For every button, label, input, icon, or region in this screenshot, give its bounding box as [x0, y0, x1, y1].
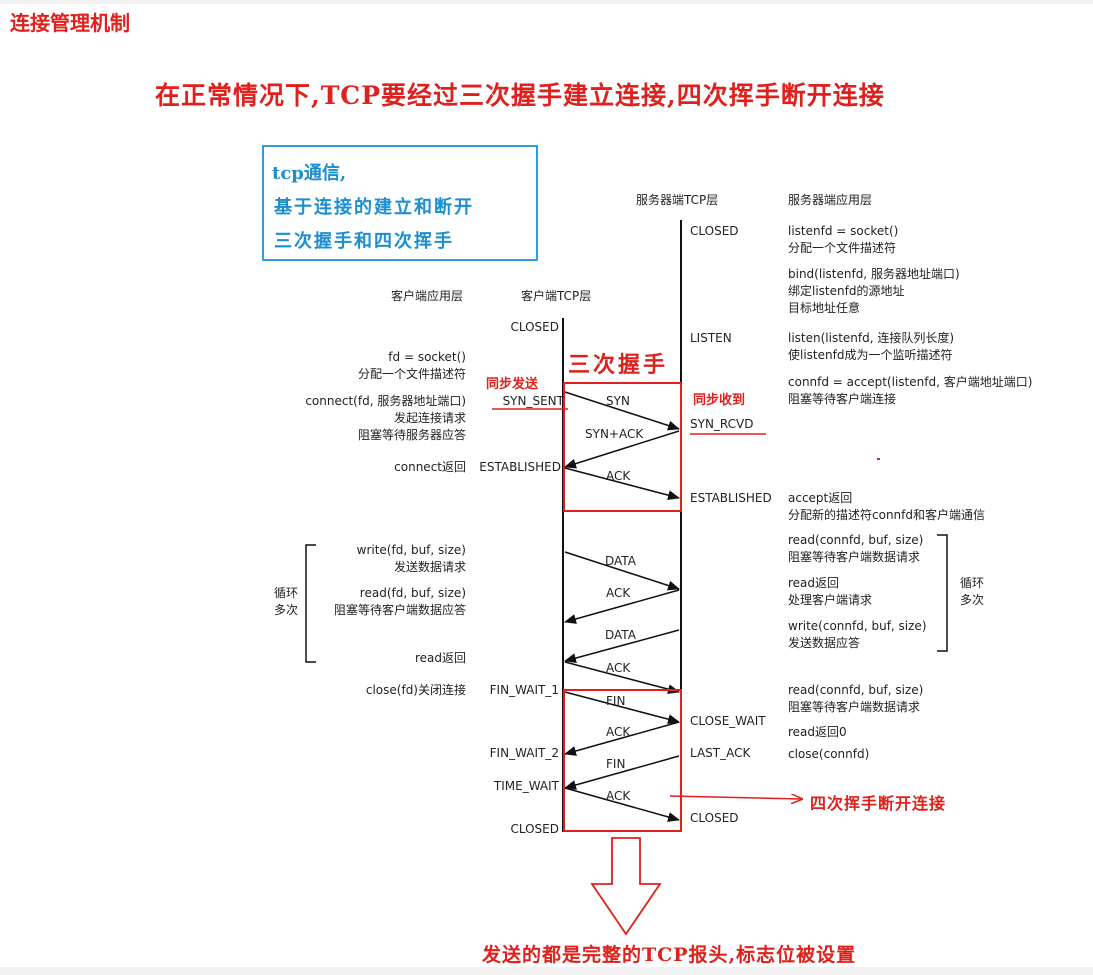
server-read-return-desc: 处理客户端请求 [788, 593, 873, 607]
client-state-fin-wait-2: FIN_WAIT_2 [489, 746, 559, 760]
summary-line-2: 基于连接的建立和断开 [274, 197, 474, 218]
msg-fin-1: FIN [606, 694, 626, 708]
arrow-ack-4 [564, 721, 680, 756]
arrow-fin-2 [564, 755, 680, 790]
four-way-wave-label: 四次挥手断开连接 [810, 794, 947, 813]
client-close-call: close(fd)关闭连接 [365, 683, 466, 697]
headline: 在正常情况下,TCP要经过三次握手建立连接,四次挥手断开连接 [155, 81, 885, 110]
arrow-data-1 [564, 551, 680, 591]
server-write-call: write(connfd, buf, size) [788, 619, 927, 633]
server-accept-return-desc: 分配新的描述符connfd和客户端通信 [788, 508, 985, 522]
msg-ack-2: ACK [606, 586, 631, 600]
server-state-close-wait: CLOSE_WAIT [690, 714, 766, 728]
arrow-ack-1 [564, 467, 680, 501]
summary-line-1: tcp通信, [272, 163, 347, 184]
client-write-desc: 发送数据请求 [393, 560, 466, 574]
msg-ack-3: ACK [606, 661, 631, 675]
bottom-note: 发送的都是完整的TCP报头,标志位被设置 [482, 944, 857, 966]
tcp-summary-box: tcp通信, 基于连接的建立和断开 三次握手和四次挥手 [262, 145, 538, 261]
msg-ack-1: ACK [606, 469, 631, 483]
server-state-closed-bottom: CLOSED [690, 811, 739, 825]
client-loop-bracket [305, 544, 316, 663]
server-state-listen: LISTEN [690, 331, 732, 345]
summary-line-3: 三次握手和四次挥手 [274, 231, 454, 252]
stray-dot [877, 458, 880, 460]
msg-ack-4: ACK [606, 725, 631, 739]
arrow-ack-2 [564, 589, 680, 624]
server-read-call: read(connfd, buf, size) [788, 533, 924, 547]
header-server-app: 服务器端应用层 [788, 193, 873, 207]
client-connect-call: connect(fd, 服务器地址端口) [305, 394, 466, 408]
server-listen-desc: 使listenfd成为一个监听描述符 [788, 348, 953, 362]
header-client-tcp: 客户端TCP层 [521, 289, 592, 303]
client-state-established: ESTABLISHED [479, 460, 561, 474]
server-socket-call: listenfd = socket() [788, 224, 899, 238]
server-loop-bracket [937, 534, 948, 652]
client-connect-desc-1: 发起连接请求 [393, 411, 466, 425]
msg-syn: SYN [606, 394, 630, 408]
server-read-return: read返回 [788, 576, 840, 590]
server-bind-call: bind(listenfd, 服务器地址端口) [788, 267, 960, 281]
client-loop-label-1: 循环 [274, 586, 299, 600]
three-way-handshake-label: 三次握手 [568, 352, 669, 378]
server-bind-desc-1: 绑定listenfd的源地址 [788, 284, 905, 298]
server-bind-desc-2: 目标地址任意 [788, 301, 861, 315]
server-socket-desc: 分配一个文件描述符 [788, 241, 897, 255]
server-loop-label-1: 循环 [960, 576, 985, 590]
client-state-syn-sent: SYN_SENT [502, 394, 564, 408]
client-state-time-wait: TIME_WAIT [493, 779, 559, 793]
client-connect-desc-2: 阻塞等待服务器应答 [357, 428, 466, 442]
arrow-ack-5 [564, 787, 680, 822]
server-close-call: close(connfd) [788, 747, 870, 761]
top-strip [0, 0, 1093, 4]
msg-data-2: DATA [605, 628, 636, 642]
client-read-call: read(fd, buf, size) [359, 586, 466, 600]
client-state-closed-top: CLOSED [510, 320, 559, 334]
client-read-desc: 阻塞等待客户端数据应答 [333, 603, 466, 617]
server-read-desc: 阻塞等待客户端数据请求 [788, 550, 921, 564]
client-state-fin-wait-1: FIN_WAIT_1 [489, 683, 559, 697]
client-loop-label-2: 多次 [274, 603, 299, 617]
msg-data-1: DATA [605, 554, 636, 568]
sync-recv-label: 同步收到 [693, 393, 746, 408]
arrow-ack-3 [564, 661, 680, 695]
server-accept-desc: 阻塞等待客户端连接 [788, 392, 897, 406]
server-state-last-ack: LAST_ACK [690, 746, 751, 760]
server-listen-call: listen(listenfd, 连接队列长度) [788, 331, 955, 345]
client-read-return: read返回 [414, 651, 466, 665]
handshake-box [563, 382, 682, 512]
client-socket-call: fd = socket() [388, 350, 466, 364]
server-state-syn-rcvd: SYN_RCVD [690, 417, 754, 431]
arrow-fin-1 [564, 691, 680, 725]
client-write-call: write(fd, buf, size) [356, 543, 466, 557]
msg-ack-5: ACK [606, 789, 631, 803]
msg-fin-2: FIN [606, 757, 626, 771]
server-read-b-call: read(connfd, buf, size) [788, 683, 924, 697]
header-client-app: 客户端应用层 [391, 289, 464, 303]
client-connect-return: connect返回 [394, 460, 466, 474]
server-accept-call: connfd = accept(listenfd, 客户端地址端口) [788, 375, 1033, 389]
client-state-closed-bottom: CLOSED [510, 822, 559, 836]
arrow-syn [564, 391, 680, 431]
server-state-established: ESTABLISHED [690, 491, 772, 505]
client-socket-desc: 分配一个文件描述符 [357, 367, 466, 381]
page-title: 连接管理机制 [10, 11, 130, 35]
down-arrow [590, 837, 662, 936]
server-read-b-return: read返回0 [788, 725, 847, 739]
four-way-pointer [669, 796, 802, 799]
server-loop-label-2: 多次 [960, 593, 985, 607]
header-server-tcp: 服务器端TCP层 [636, 193, 719, 207]
server-write-desc: 发送数据应答 [788, 636, 861, 650]
sync-send-label: 同步发送 [486, 377, 539, 392]
server-state-closed-top: CLOSED [690, 224, 739, 238]
arrow-data-2 [564, 629, 680, 663]
arrow-syn-ack [564, 430, 680, 469]
teardown-box [563, 689, 682, 832]
server-read-b-desc: 阻塞等待客户端数据请求 [788, 700, 921, 714]
server-accept-return: accept返回 [788, 491, 853, 505]
msg-syn-ack: SYN+ACK [585, 427, 644, 441]
bottom-strip [0, 967, 1093, 975]
